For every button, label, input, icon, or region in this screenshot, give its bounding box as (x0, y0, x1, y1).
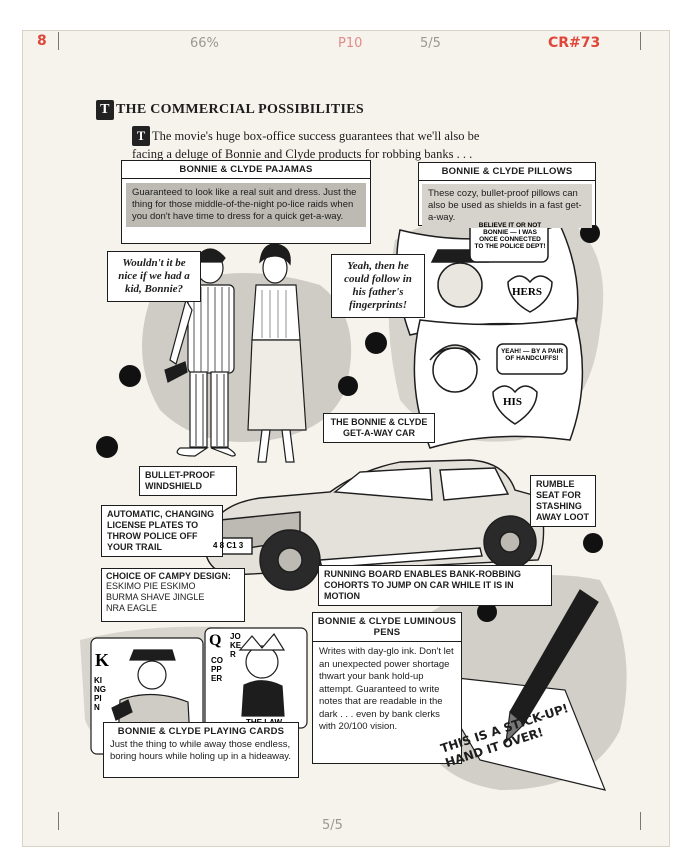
bottom-date-note: 5/5 (322, 818, 343, 833)
dropcap-decoration: T (132, 126, 150, 146)
dropcap-decoration: T (96, 100, 114, 120)
pens-description: Writes with day-glo ink. Don't let an un… (319, 646, 454, 732)
pillows-title: BONNIE & CLYDE PILLOWS (419, 163, 595, 181)
page-number-note: 8 (37, 33, 47, 49)
bullet-holes (96, 223, 603, 622)
bonnie-figure (247, 243, 307, 463)
card-side-label: KINGPIN (94, 676, 106, 712)
design-option: BURMA SHAVE JINGLE (106, 592, 205, 602)
date-note: 5/5 (420, 36, 441, 51)
campy-design-title: CHOICE OF CAMPY DESIGN: (106, 571, 231, 581)
trim-mark (58, 812, 59, 830)
playing-cards-box: BONNIE & CLYDE PLAYING CARDS Just the th… (103, 722, 299, 778)
pajamas-box: BONNIE & CLYDE PAJAMAS Guaranteed to loo… (121, 160, 371, 244)
job-note: CR#73 (548, 35, 601, 51)
pillow-tag-text: YEAH! — BY A PAIR OF HANDCUFFS! (500, 348, 564, 362)
hers-label: HERS (512, 286, 542, 298)
card-rank: K (95, 650, 110, 670)
his-label: HIS (503, 396, 522, 408)
pillows-box: BONNIE & CLYDE PILLOWS These cozy, bulle… (418, 162, 596, 228)
trim-mark (640, 32, 641, 50)
trim-mark (640, 812, 641, 830)
playing-cards-title: BONNIE & CLYDE PLAYING CARDS (117, 726, 285, 737)
playing-cards-description: Just the thing to while away those endle… (110, 739, 291, 762)
bonnie-speech-balloon: Yeah, then he could follow in his father… (331, 254, 425, 318)
playing-card-joker (204, 627, 308, 729)
design-option: ESKIMO PIE ESKIMO (106, 581, 196, 591)
clyde-speech-balloon: Wouldn't it be nice if we had a kid, Bon… (107, 251, 201, 302)
pillow-hers (395, 217, 579, 336)
card-top-label: JOKER (230, 632, 242, 659)
pens-box: BONNIE & CLYDE LUMINOUS PENS Writes with… (312, 612, 462, 764)
license-plate-text: 4 8 C1 3 (213, 541, 244, 550)
campy-design-box: CHOICE OF CAMPY DESIGN: ESKIMO PIE ESKIM… (101, 568, 245, 622)
pillows-description: These cozy, bullet-proof pillows can als… (422, 184, 592, 228)
percent-note: 66% (190, 36, 219, 51)
pens-title: BONNIE & CLYDE LUMINOUS PENS (313, 613, 461, 642)
card-rank: Q (209, 632, 222, 649)
p-note: P10 (338, 36, 363, 51)
getaway-car (204, 459, 545, 591)
pillow-his (413, 317, 584, 449)
windshield-label: BULLET-PROOF WINDSHIELD (139, 466, 237, 496)
luminous-pen (428, 589, 606, 791)
trim-mark (58, 32, 59, 50)
car-title-label: THE BONNIE & CLYDE GET-A-WAY CAR (323, 413, 435, 443)
clyde-figure (164, 248, 236, 457)
running-board-label: RUNNING BOARD ENABLES BANK-ROBBING COHOR… (318, 565, 552, 606)
rumble-seat-label: RUMBLE SEAT FOR STASHING AWAY LOOT (530, 475, 596, 527)
design-option: NRA EAGLE (106, 603, 158, 613)
license-plate-label: AUTOMATIC, CHANGING LICENSE PLATES TO TH… (101, 505, 223, 557)
pajamas-title: BONNIE & CLYDE PAJAMAS (122, 161, 370, 179)
pajamas-description: Guaranteed to look like a real suit and … (126, 183, 366, 227)
card-side-label: COPPER (211, 656, 223, 683)
pillow-tag-text: BELIEVE IT OR NOT BONNIE — I WAS ONCE CO… (474, 222, 546, 250)
